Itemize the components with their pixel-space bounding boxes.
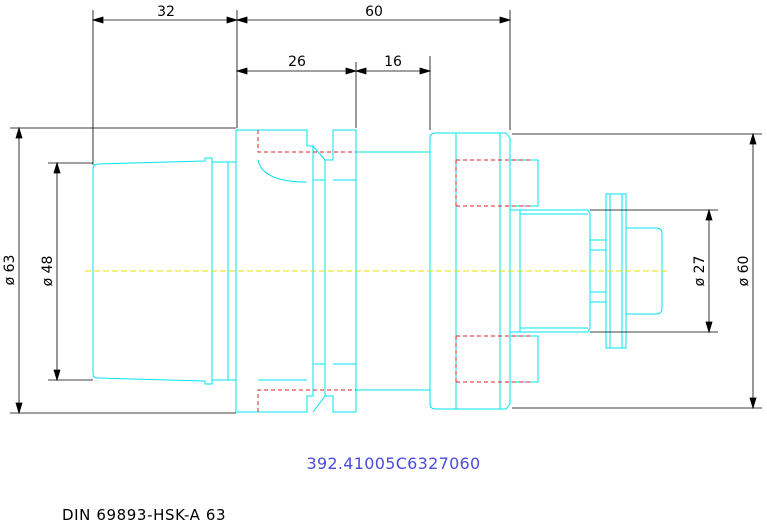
dim-label-d63: ø 63	[2, 255, 18, 286]
arrowhead	[15, 402, 23, 415]
arrowhead	[91, 16, 104, 24]
dim-label-26: 26	[288, 54, 306, 70]
standard-designation: DIN 69893-HSK-A 63	[62, 506, 227, 524]
screw-boss-top	[509, 159, 539, 207]
arrowhead	[235, 16, 248, 24]
dim-label-60: 60	[365, 4, 383, 20]
nose-collet	[519, 209, 591, 333]
hidden-flange-top	[257, 130, 356, 153]
hidden-screw-top	[455, 159, 530, 207]
dim-label-d48: ø 48	[40, 256, 56, 287]
main-body	[429, 132, 511, 410]
arrowhead	[705, 208, 713, 221]
v-groove	[307, 129, 357, 413]
part-number: 392.41005C6327060	[306, 454, 481, 473]
dim-label-32: 32	[157, 4, 175, 20]
arrowhead	[345, 67, 358, 75]
hidden-flange-bottom	[257, 389, 356, 412]
arrowhead	[705, 321, 713, 334]
arrowhead	[53, 369, 61, 382]
arrowhead	[499, 16, 512, 24]
dimension-lines	[10, 10, 762, 415]
dim-label-d27: ø 27	[692, 256, 708, 287]
arrowhead	[15, 126, 23, 139]
neck	[356, 151, 430, 391]
taper-shank	[92, 157, 213, 385]
clamping-nut	[605, 193, 627, 349]
hidden-screw-bottom	[455, 335, 530, 383]
arrowhead	[235, 67, 248, 75]
dim-label-16: 16	[384, 54, 402, 70]
arrowhead	[354, 67, 367, 75]
hidden-lines	[257, 130, 530, 412]
arrowhead	[226, 16, 239, 24]
arrowhead	[749, 132, 757, 145]
arrowhead	[53, 161, 61, 174]
part-outline	[92, 129, 663, 413]
screw-boss-bottom	[509, 335, 539, 383]
flange-step	[257, 159, 307, 183]
arrowhead	[749, 397, 757, 410]
dim-label-d60: ø 60	[736, 256, 752, 287]
arrowhead	[419, 67, 432, 75]
